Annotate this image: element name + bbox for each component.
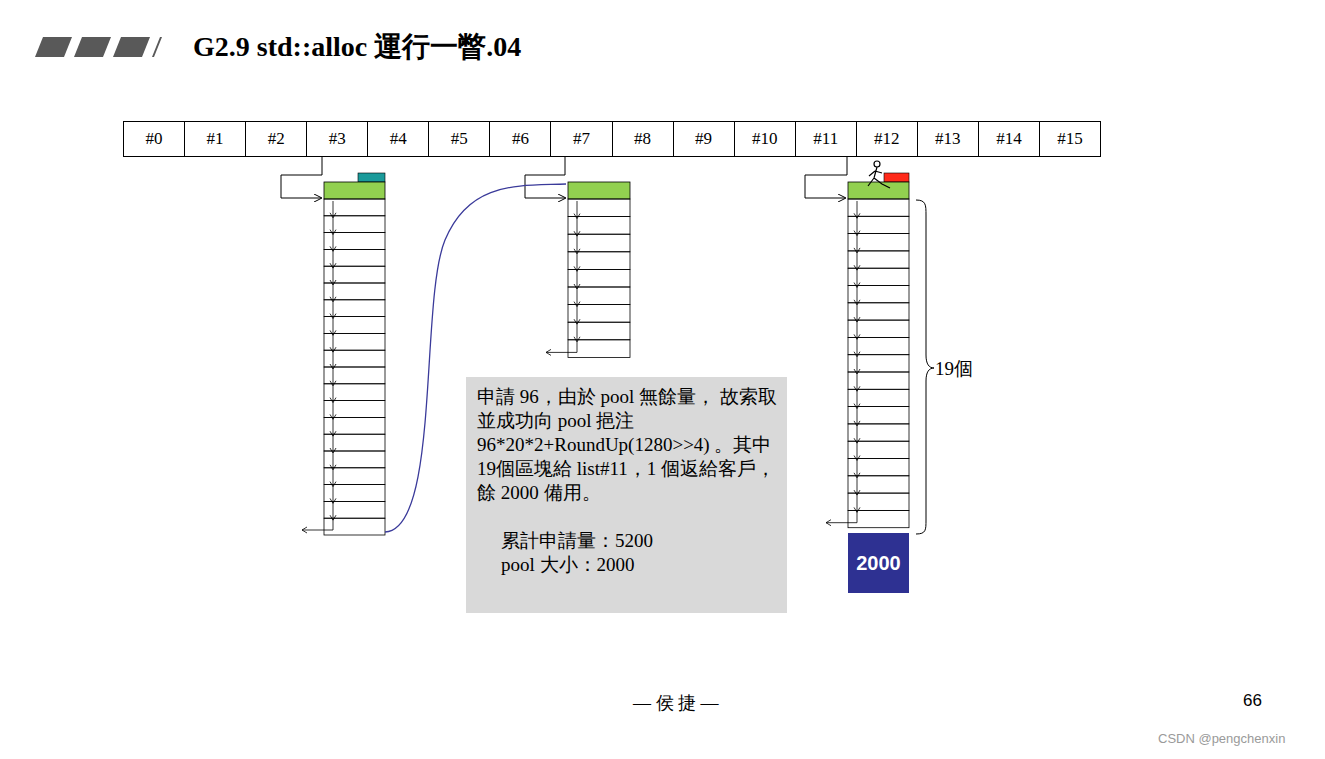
node-label: 2000 xyxy=(856,552,901,575)
node-label: #3 xyxy=(329,129,346,149)
node-label: #2 xyxy=(268,129,285,149)
array-cell: #14 xyxy=(978,121,1040,157)
array-cell: #11 xyxy=(795,121,857,157)
node-label: #14 xyxy=(996,129,1022,149)
figure xyxy=(868,161,890,188)
chain-head xyxy=(324,182,385,199)
node-label: #10 xyxy=(752,129,778,149)
note-box: 申請 96，由於 pool 無餘量， 故索取並成功向 pool 挹注 96*20… xyxy=(466,377,787,613)
node-label: #7 xyxy=(573,129,590,149)
count-label: 19個 xyxy=(935,356,973,382)
array-cell: #8 xyxy=(612,121,674,157)
note-item: 累計申請量：5200 xyxy=(477,529,777,553)
array-cell: #3 xyxy=(306,121,368,157)
array-cell: #0 xyxy=(123,121,185,157)
node-label: #12 xyxy=(874,129,900,149)
node-label: #8 xyxy=(634,129,651,149)
node-label: #9 xyxy=(695,129,712,149)
used-marker xyxy=(358,173,385,182)
chain-head xyxy=(848,182,909,199)
node-label: #6 xyxy=(512,129,529,149)
node-label: #4 xyxy=(390,129,407,149)
node-label: #11 xyxy=(813,129,838,149)
page-number: 66 xyxy=(1243,691,1262,711)
array-cell: #4 xyxy=(367,121,429,157)
watermark: CSDN @pengchenxin xyxy=(1158,731,1285,746)
array-cell: #12 xyxy=(856,121,918,157)
node-label: #13 xyxy=(935,129,961,149)
author: — 侯 捷 — xyxy=(633,691,719,715)
array-cell: #2 xyxy=(245,121,307,157)
note-item: pool 大小：2000 xyxy=(477,553,777,577)
slide-title: G2.9 std::alloc 運行一瞥.04 xyxy=(193,28,521,66)
array-cell: #10 xyxy=(734,121,796,157)
node-label: #15 xyxy=(1057,129,1083,149)
used-marker xyxy=(884,173,909,182)
array-cell: #15 xyxy=(1039,121,1101,157)
array-cell: #5 xyxy=(428,121,490,157)
note-text: 申請 96，由於 pool 無餘量， 故索取並成功向 pool 挹注 96*20… xyxy=(477,385,777,505)
array-cell: #9 xyxy=(673,121,735,157)
array-cell: #1 xyxy=(184,121,246,157)
node-label: #1 xyxy=(207,129,224,149)
pool-block: 2000 xyxy=(848,533,909,593)
title-mark xyxy=(35,37,162,57)
node-label: #0 xyxy=(146,129,163,149)
brace xyxy=(916,200,934,534)
array-cell: #13 xyxy=(917,121,979,157)
array-cell: #7 xyxy=(550,121,612,157)
array-cell: #6 xyxy=(489,121,551,157)
node-label: #5 xyxy=(451,129,468,149)
chain-head xyxy=(568,182,630,199)
